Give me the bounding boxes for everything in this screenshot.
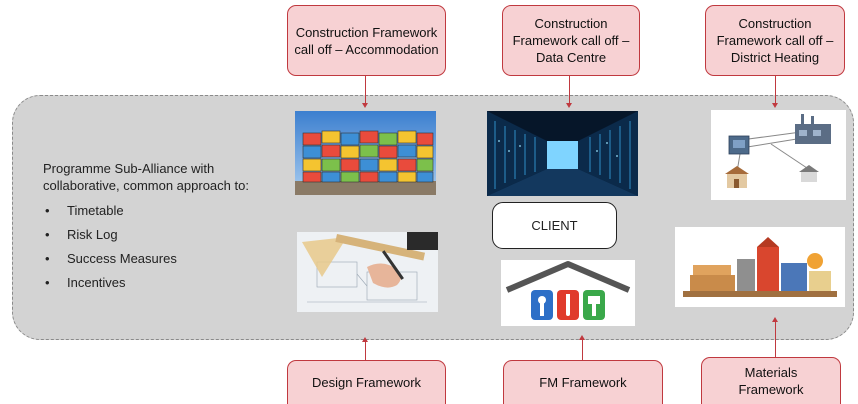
arrow-data-centre [569,76,570,103]
framework-box-accommodation: Construction Framework call off – Accomm… [287,5,446,76]
arrow-accommodation [365,76,366,103]
framework-box-data-centre: Construction Framework call off – Data C… [502,5,640,76]
arrow-district-heating [775,76,776,103]
plant [795,114,831,144]
framework-label-fm: FM Framework [539,375,627,390]
framework-box-district-heating: Construction Framework call off – Distri… [705,5,845,76]
list-item: Risk Log [45,226,177,250]
framework-box-design: Design Framework [287,360,446,404]
framework-label-design: Design Framework [311,375,422,390]
framework-label-data-centre: Construction Framework call off – Data C… [512,16,630,65]
sub-alliance-list: Timetable Risk Log Success Measures Ince… [45,202,177,298]
framework-box-fm: FM Framework [503,360,663,404]
arrow-head-accommodation [362,103,368,108]
client-label: CLIENT [531,218,578,233]
framework-label-accommodation: Construction Framework call off – Accomm… [294,24,439,57]
sub-alliance-intro: Programme Sub-Alliance with collaborativ… [43,161,249,193]
list-item: Timetable [45,202,177,226]
arrow-head-district-heating [772,103,778,108]
client-box: CLIENT [492,202,617,249]
fm-image [501,260,635,326]
materials-image [675,227,845,307]
data-centre-image [487,111,638,196]
arrow-head-fm [579,335,585,340]
district-heating-image [711,110,846,200]
list-item: Success Measures [45,250,177,274]
framework-box-materials: Materials Framework [701,357,841,404]
framework-label-district-heating: Construction Framework call off – Distri… [716,16,834,65]
accommodation-image [295,111,436,195]
arrow-fm [582,340,583,360]
arrow-head-materials [772,317,778,322]
framework-label-materials: Materials Framework [738,365,804,397]
list-item: Incentives [45,274,177,298]
arrow-materials [775,322,776,357]
design-image [297,232,438,312]
arrow-head-design [362,337,368,342]
arrow-design [365,342,366,360]
arrow-head-data-centre [566,103,572,108]
